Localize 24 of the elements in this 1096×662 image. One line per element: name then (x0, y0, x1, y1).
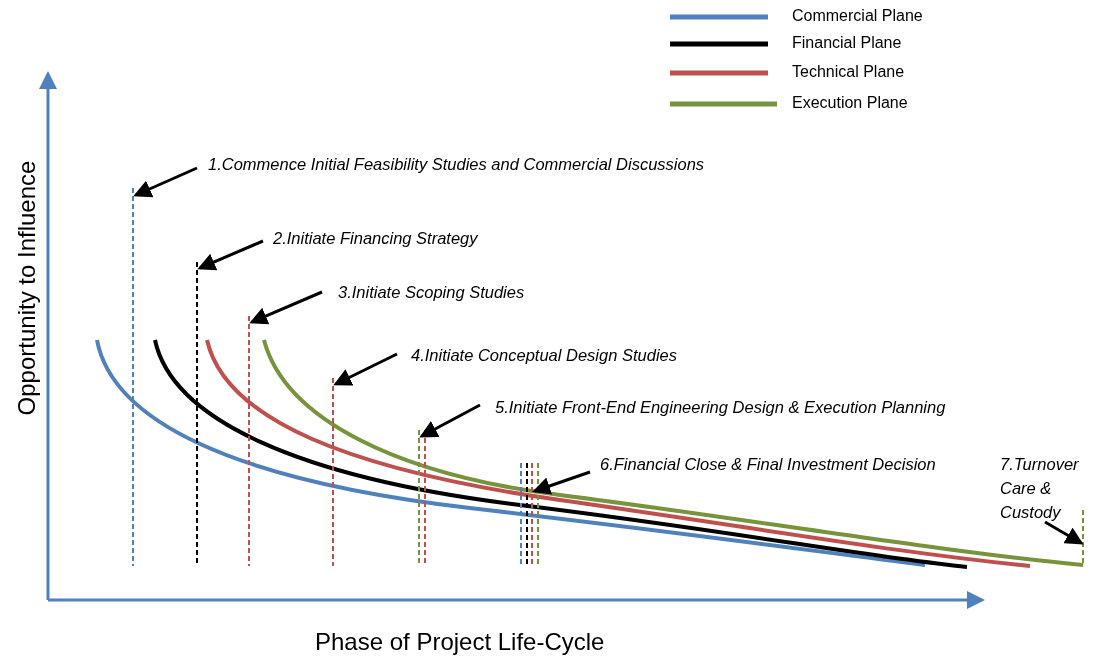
leader-line (1044, 520, 1084, 545)
milestone-label: 4.Initiate Conceptual Design Studies (411, 343, 677, 367)
leader-line (419, 403, 481, 438)
axis-title: Opportunity to Influence (13, 160, 41, 416)
legend-label: Commercial Plane (792, 7, 923, 25)
milestone-label: 2.Initiate Financing Strategy (273, 226, 478, 250)
legend-label: Financial Plane (792, 34, 902, 52)
dashed-marker-line (537, 462, 539, 567)
milestone-label: 6.Financial Close & Final Investment Decision (600, 452, 936, 476)
milestone-label: 7.Turnover Care & Custody (1000, 452, 1095, 524)
milestone-label: 1.Commence Initial Feasibility Studies and Commercial Discussions (208, 152, 705, 176)
milestone-label: 3.Initiate Scoping Studies (338, 280, 525, 304)
legend-label: Technical Plane (792, 63, 905, 81)
leader-line (249, 290, 323, 325)
dashed-marker-line (248, 315, 250, 567)
dashed-marker-line (332, 377, 334, 567)
leader-line (133, 166, 198, 198)
dashed-marker-line (132, 187, 134, 567)
leader-line (197, 239, 264, 271)
legend-label: Execution Plane (792, 94, 908, 112)
milestone-label: 5.Initiate Front-End Engineering Design & Execution Planning (495, 395, 946, 419)
leader-line (532, 470, 591, 495)
axis-title: Phase of Project Life-Cycle (315, 628, 605, 656)
leader-line (333, 352, 398, 386)
